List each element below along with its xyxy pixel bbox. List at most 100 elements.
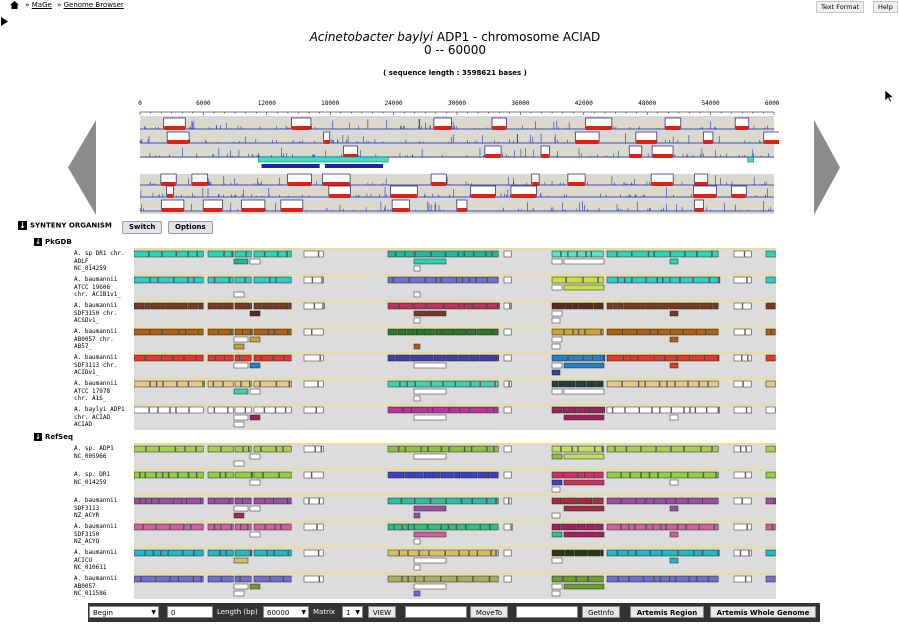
synteny-block[interactable] xyxy=(745,575,752,583)
synteny-block[interactable] xyxy=(433,354,446,362)
synteny-block[interactable] xyxy=(423,471,432,479)
synteny-block[interactable] xyxy=(387,523,394,531)
synteny-block[interactable] xyxy=(503,445,512,453)
synteny-block[interactable] xyxy=(703,354,718,362)
play-icon[interactable] xyxy=(1,17,8,26)
synteny-block[interactable] xyxy=(765,523,773,531)
synteny-track[interactable] xyxy=(134,326,776,352)
synteny-block[interactable] xyxy=(644,302,661,310)
synteny-block[interactable] xyxy=(503,276,512,284)
synteny-block[interactable] xyxy=(716,471,719,479)
synteny-block[interactable] xyxy=(606,380,622,388)
synteny-block[interactable] xyxy=(134,471,140,479)
synteny-block[interactable] xyxy=(622,328,637,336)
synteny-block[interactable] xyxy=(669,336,679,343)
synteny-block[interactable] xyxy=(214,354,226,362)
synteny-block[interactable] xyxy=(445,497,462,505)
synteny-block[interactable] xyxy=(427,523,441,531)
synteny-block[interactable] xyxy=(683,328,696,336)
synteny-block[interactable] xyxy=(320,354,324,362)
synteny-block[interactable] xyxy=(201,497,204,505)
synteny-block[interactable] xyxy=(765,250,776,258)
synteny-block[interactable] xyxy=(746,406,752,414)
synteny-block[interactable] xyxy=(551,328,564,336)
synteny-block[interactable] xyxy=(697,250,712,258)
synteny-block[interactable] xyxy=(287,549,292,557)
synteny-block[interactable] xyxy=(503,523,512,531)
synteny-block[interactable] xyxy=(281,523,292,531)
synteny-block[interactable] xyxy=(170,406,176,414)
synteny-block[interactable] xyxy=(399,380,407,388)
synteny-block[interactable] xyxy=(387,497,402,505)
synteny-block[interactable] xyxy=(551,471,564,479)
synteny-block[interactable] xyxy=(249,380,252,388)
synteny-block[interactable] xyxy=(624,276,632,284)
synteny-block[interactable] xyxy=(600,549,604,557)
synteny-block[interactable] xyxy=(323,302,325,310)
synteny-block[interactable] xyxy=(248,445,252,453)
synteny-block[interactable] xyxy=(563,414,605,421)
synteny-block[interactable] xyxy=(249,388,261,395)
synteny-block[interactable] xyxy=(203,380,205,388)
synteny-block[interactable] xyxy=(233,590,245,597)
synteny-block[interactable] xyxy=(765,497,775,505)
synteny-block[interactable] xyxy=(741,354,748,362)
synteny-block[interactable] xyxy=(666,380,676,388)
synteny-block[interactable] xyxy=(564,328,573,336)
synteny-block[interactable] xyxy=(234,575,241,583)
synteny-block[interactable] xyxy=(249,362,261,369)
synteny-block[interactable] xyxy=(303,497,309,505)
synteny-block[interactable] xyxy=(551,406,563,414)
matrix-select[interactable]: 1▼ xyxy=(342,606,363,618)
synteny-block[interactable] xyxy=(471,445,488,453)
synteny-block[interactable] xyxy=(457,250,464,258)
synteny-block[interactable] xyxy=(173,276,189,284)
synteny-block[interactable] xyxy=(684,445,701,453)
synteny-block[interactable] xyxy=(650,328,658,336)
synteny-block[interactable] xyxy=(486,250,493,258)
synteny-block[interactable] xyxy=(445,354,459,362)
synteny-block[interactable] xyxy=(685,250,697,258)
synteny-block[interactable] xyxy=(733,406,747,414)
synteny-block[interactable] xyxy=(393,276,409,284)
synteny-block[interactable] xyxy=(430,497,446,505)
synteny-block[interactable] xyxy=(551,310,563,317)
synteny-block[interactable] xyxy=(659,406,672,414)
synteny-block[interactable] xyxy=(215,497,230,505)
synteny-block[interactable] xyxy=(413,265,421,272)
synteny-block[interactable] xyxy=(225,471,234,479)
synteny-block[interactable] xyxy=(201,575,204,583)
synteny-block[interactable] xyxy=(184,445,196,453)
download-icon[interactable]: ↓ xyxy=(34,238,42,246)
synteny-block[interactable] xyxy=(413,583,447,590)
synteny-block[interactable] xyxy=(675,497,688,505)
synteny-block[interactable] xyxy=(649,549,662,557)
synteny-block[interactable] xyxy=(407,549,419,557)
synteny-block[interactable] xyxy=(576,497,593,505)
synteny-block[interactable] xyxy=(134,354,145,362)
synteny-block[interactable] xyxy=(387,354,396,362)
synteny-block[interactable] xyxy=(134,549,146,557)
synteny-block[interactable] xyxy=(492,406,499,414)
annotation-feature[interactable] xyxy=(258,156,389,163)
synteny-track[interactable] xyxy=(134,378,776,404)
synteny-block[interactable] xyxy=(403,406,412,414)
synteny-block[interactable] xyxy=(509,380,512,388)
synteny-block[interactable] xyxy=(445,250,458,258)
synteny-block[interactable] xyxy=(149,328,163,336)
synteny-block[interactable] xyxy=(156,380,164,388)
breadcrumb-mage[interactable]: MaGe xyxy=(31,1,52,9)
synteny-block[interactable] xyxy=(413,590,421,597)
synteny-block[interactable] xyxy=(189,406,204,414)
synteny-block[interactable] xyxy=(709,276,719,284)
synteny-block[interactable] xyxy=(733,250,745,258)
synteny-block[interactable] xyxy=(490,523,499,531)
synteny-block[interactable] xyxy=(717,354,720,362)
synteny-block[interactable] xyxy=(234,406,246,414)
synteny-block[interactable] xyxy=(551,453,563,460)
synteny-block[interactable] xyxy=(276,445,283,453)
synteny-block[interactable] xyxy=(743,380,752,388)
synteny-block[interactable] xyxy=(491,549,497,557)
synteny-block[interactable] xyxy=(698,523,714,531)
